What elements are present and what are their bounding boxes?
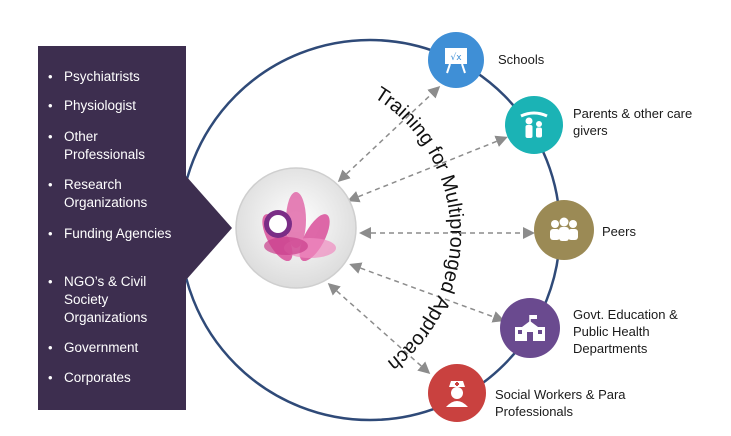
connector-arrows xyxy=(327,85,535,374)
group-icon xyxy=(550,217,578,241)
parents-node xyxy=(505,96,563,154)
panel-arrow xyxy=(186,176,232,280)
arrow-to-parents xyxy=(347,135,508,203)
govt-node xyxy=(500,298,560,358)
chalkboard-icon: √x xyxy=(445,48,467,74)
schools-label: Schools xyxy=(498,52,545,67)
family-icon xyxy=(520,111,548,138)
peers-node xyxy=(534,200,594,260)
parents-label: Parents & other care givers xyxy=(573,106,693,138)
svg-text:√x: √x xyxy=(450,52,462,63)
social-node xyxy=(428,364,486,422)
arrow-to-social xyxy=(327,283,431,374)
nurse-icon xyxy=(446,381,468,407)
schools-node: √x xyxy=(428,32,484,88)
stakeholder-panel: •Psychiatrists •Physiologist •Other Prof… xyxy=(38,46,186,410)
school-building-icon xyxy=(515,315,545,341)
lotus-logo-icon xyxy=(262,192,336,262)
arc-text: Training for Multipronged Approach xyxy=(371,83,468,375)
peers-label: Peers xyxy=(602,224,636,239)
social-label: Social Workers & Para Professionals xyxy=(495,387,626,419)
govt-label: Govt. Education & Public Health Departme… xyxy=(573,307,678,356)
